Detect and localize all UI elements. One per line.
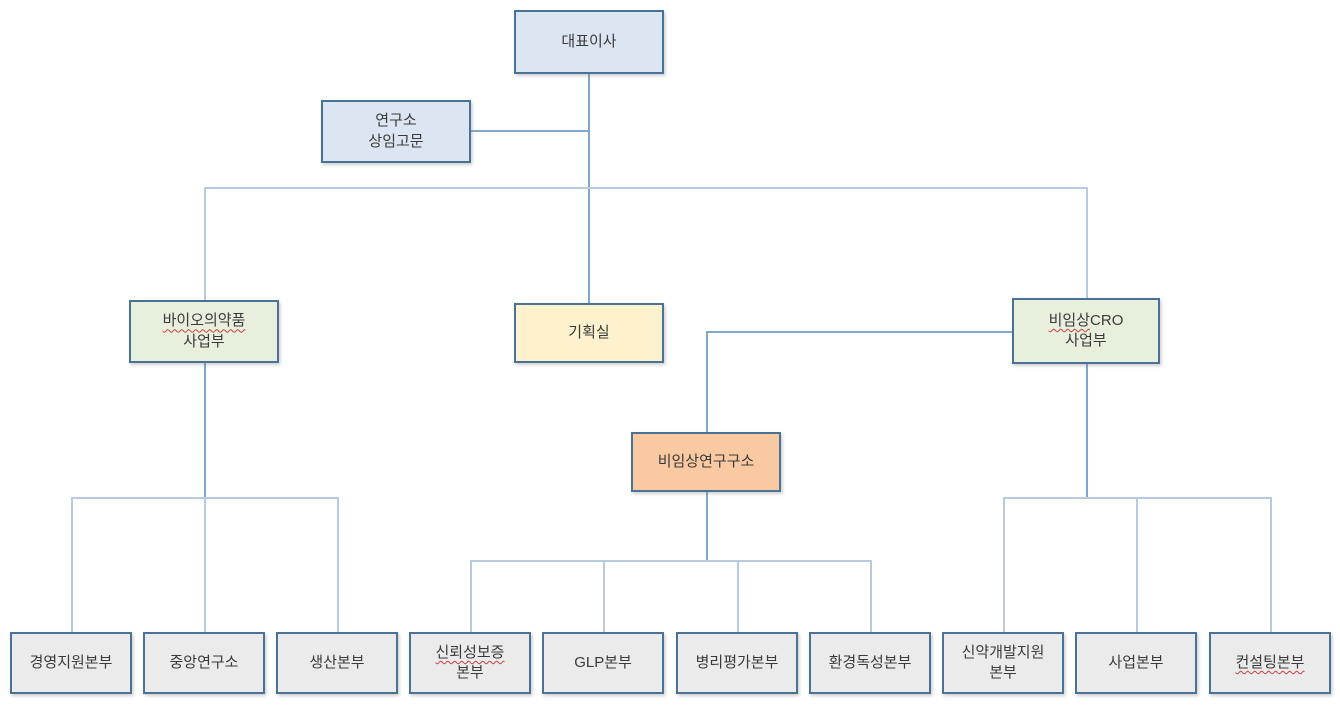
connector-drop-production <box>337 497 339 633</box>
connector-institute-drop <box>706 331 708 433</box>
org-node-cro-division-label-part2: CRO <box>1090 311 1124 329</box>
org-node-planning[interactable]: 기획실 <box>514 303 664 363</box>
connector-drop-env-toxicology <box>870 560 872 633</box>
org-node-ceo-label: 대표이사 <box>561 32 617 50</box>
org-node-reliability-assurance-label-line2: 본부 <box>456 664 484 681</box>
org-node-pathology-eval[interactable]: 병리평가본부 <box>676 632 798 694</box>
org-node-drug-dev-support-label-line2: 본부 <box>989 664 1017 681</box>
connector-bio-drop <box>204 187 206 301</box>
org-node-nonclinical-institute-label: 비임상연구구소 <box>657 452 755 470</box>
org-node-bio-division[interactable]: 바이오의약품 사업부 <box>129 300 279 363</box>
org-node-production-label: 생산본부 <box>309 653 365 671</box>
connector-advisor-horizontal <box>471 130 589 132</box>
connector-top-bracket <box>204 187 1088 189</box>
connector-drop-reliability <box>470 560 472 633</box>
org-node-cro-division-label-line1: 비임상CRO <box>1049 311 1124 331</box>
org-node-mgmt-support[interactable]: 경영지원본부 <box>10 632 132 694</box>
org-node-business[interactable]: 사업본부 <box>1075 632 1197 694</box>
org-node-planning-label: 기획실 <box>568 323 610 341</box>
connector-drop-central-research <box>204 497 206 633</box>
org-node-drug-dev-support-label-line1: 신약개발지원 <box>961 643 1045 661</box>
connector-institute-down <box>706 491 708 561</box>
org-node-glp[interactable]: GLP본부 <box>542 632 664 694</box>
connector-mid-bracket <box>470 560 871 562</box>
org-node-mgmt-support-label: 경영지원본부 <box>29 653 113 671</box>
connector-drop-consulting <box>1270 497 1272 633</box>
org-node-reliability-assurance[interactable]: 신뢰성보증 본부 <box>409 632 531 694</box>
org-node-drug-dev-support[interactable]: 신약개발지원 본부 <box>942 632 1064 694</box>
org-node-glp-label: GLP본부 <box>574 653 632 671</box>
org-node-pathology-eval-label: 병리평가본부 <box>695 653 779 671</box>
connector-drop-drug-dev <box>1003 497 1005 633</box>
org-node-cro-division[interactable]: 비임상CRO 사업부 <box>1012 298 1160 364</box>
org-node-env-toxicology-label: 환경독성본부 <box>828 653 912 671</box>
connector-drop-mgmt-support <box>71 497 73 633</box>
org-node-ceo[interactable]: 대표이사 <box>514 10 664 74</box>
connector-cro-to-institute-horizontal <box>706 331 1012 333</box>
org-node-central-research-label: 중앙연구소 <box>169 653 239 671</box>
org-node-nonclinical-institute[interactable]: 비임상연구구소 <box>631 432 781 492</box>
connector-bio-down <box>204 362 206 498</box>
connector-ceo-vertical <box>588 74 590 304</box>
org-node-bio-division-label-line1: 바이오의약품 <box>162 312 246 330</box>
connector-drop-business <box>1136 497 1138 633</box>
org-node-advisor-label: 연구소 상임고문 <box>368 112 424 150</box>
org-node-advisor[interactable]: 연구소 상임고문 <box>321 100 471 163</box>
org-node-reliability-assurance-label-line1: 신뢰성보증 <box>435 643 505 661</box>
connector-drop-glp <box>603 560 605 633</box>
org-node-production[interactable]: 생산본부 <box>276 632 398 694</box>
org-node-cro-division-label-part1: 비임상 <box>1048 311 1091 329</box>
org-node-consulting[interactable]: 컨설팅본부 <box>1209 632 1331 694</box>
connector-cro-drop <box>1086 187 1088 299</box>
org-node-central-research[interactable]: 중앙연구소 <box>143 632 265 694</box>
org-node-consulting-label: 컨설팅본부 <box>1235 653 1305 671</box>
org-node-bio-division-label-line2: 사업부 <box>183 332 225 350</box>
org-node-business-label: 사업본부 <box>1108 653 1164 671</box>
org-node-env-toxicology[interactable]: 환경독성본부 <box>809 632 931 694</box>
org-node-cro-division-label-line2: 사업부 <box>1065 332 1107 349</box>
connector-drop-pathology <box>737 560 739 633</box>
connector-cro-down <box>1086 363 1088 498</box>
